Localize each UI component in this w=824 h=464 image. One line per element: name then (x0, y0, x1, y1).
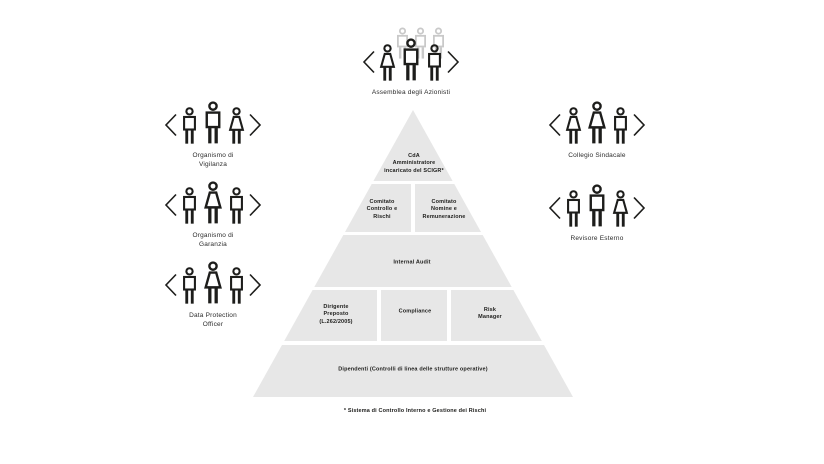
group-organismo-vigilanza: Organismo di Vigilanza (164, 101, 262, 170)
pyramid-label-comitato-nomine: Comitato Nomine e Remunerazione (422, 199, 466, 220)
pyramid-label-dipendenti: Dipendenti (Controlli di linea delle str… (338, 366, 488, 373)
people-icons-garanzia (164, 181, 262, 225)
person-female-icon (228, 107, 245, 144)
pyramid-tier-dipendenti-shape (253, 345, 573, 397)
person-female-icon (588, 101, 606, 144)
people-icons-vigilanza (164, 101, 262, 145)
person-female-icon (204, 261, 222, 304)
group-label-collegio: Collegio Sindacale (568, 152, 626, 159)
pyramid-label-dirigente: Dirigente Preposto (L.262/2005) (319, 304, 353, 325)
pyramid-tier-internal-audit-shape (314, 235, 512, 287)
group-revisore-esterno: Revisore Esterno (548, 184, 646, 243)
pyramid-tier-compliance-shape (381, 290, 447, 341)
pyramid-label-compliance: Compliance (398, 308, 432, 315)
group-label-assemblea: Assemblea degli Azionisti (371, 89, 451, 96)
pyramid-label-cda: CdA Amministratore incaricato del SCIGR* (384, 153, 444, 174)
pyramid-label-risk-manager: Risk Manager (478, 306, 502, 320)
angle-right-icon (249, 193, 262, 217)
group-assemblea-azionisti: Assemblea degli Azionisti (362, 27, 460, 97)
person-male-icon (205, 101, 221, 144)
pyramid-tier-comitato-controllo-shape (345, 184, 411, 232)
people-icons-assemblea (362, 27, 460, 82)
person-female-icon (612, 190, 629, 227)
person-male-icon (589, 184, 605, 227)
person-male-icon (230, 187, 243, 224)
pyramid-label-internal-audit: Internal Audit (393, 259, 431, 266)
people-icons-collegio (548, 101, 646, 145)
person-female-icon (565, 107, 582, 144)
person-male-icon (183, 267, 196, 304)
angle-left-icon (548, 196, 561, 220)
angle-right-icon (249, 273, 262, 297)
pyramid-tier-comitato-nomine-shape (415, 184, 481, 232)
group-label-revisore: Revisore Esterno (570, 235, 624, 242)
angle-left-icon (362, 50, 375, 74)
angle-left-icon (164, 193, 177, 217)
angle-left-icon (164, 113, 177, 137)
pyramid-tier-cda-shape (373, 110, 453, 181)
group-label-garanzia: Organismo di Garanzia (192, 232, 234, 249)
angle-right-icon (633, 113, 646, 137)
angle-right-icon (447, 50, 460, 74)
angle-left-icon (548, 113, 561, 137)
angle-right-icon (633, 196, 646, 220)
group-label-dpo: Data Protection Officer (189, 312, 237, 329)
person-male-icon (614, 107, 627, 144)
footnote-scigr: * Sistema di Controllo Interno e Gestion… (343, 408, 487, 414)
ghost-people-icons (394, 27, 447, 60)
person-male-icon (567, 190, 580, 227)
person-male-icon (183, 107, 196, 144)
group-organismo-garanzia: Organismo di Garanzia (164, 181, 262, 250)
person-female-icon (379, 44, 396, 81)
group-data-protection-officer: Data Protection Officer (164, 261, 262, 330)
person-male-icon (428, 44, 441, 81)
angle-right-icon (249, 113, 262, 137)
pyramid-tier-dirigente-shape (284, 290, 377, 341)
group-label-vigilanza: Organismo di Vigilanza (192, 152, 234, 169)
angle-left-icon (164, 273, 177, 297)
pyramid-label-comitato-controllo: Comitato Controllo e Rischi (366, 199, 398, 220)
group-collegio-sindacale: Collegio Sindacale (548, 101, 646, 160)
person-male-icon (403, 38, 419, 81)
person-male-icon (183, 187, 196, 224)
pyramid-tier-risk-manager-shape (451, 290, 542, 341)
people-icons-revisore (548, 184, 646, 228)
people-icons-dpo (164, 261, 262, 305)
person-female-icon (204, 181, 222, 224)
person-male-icon (230, 267, 243, 304)
